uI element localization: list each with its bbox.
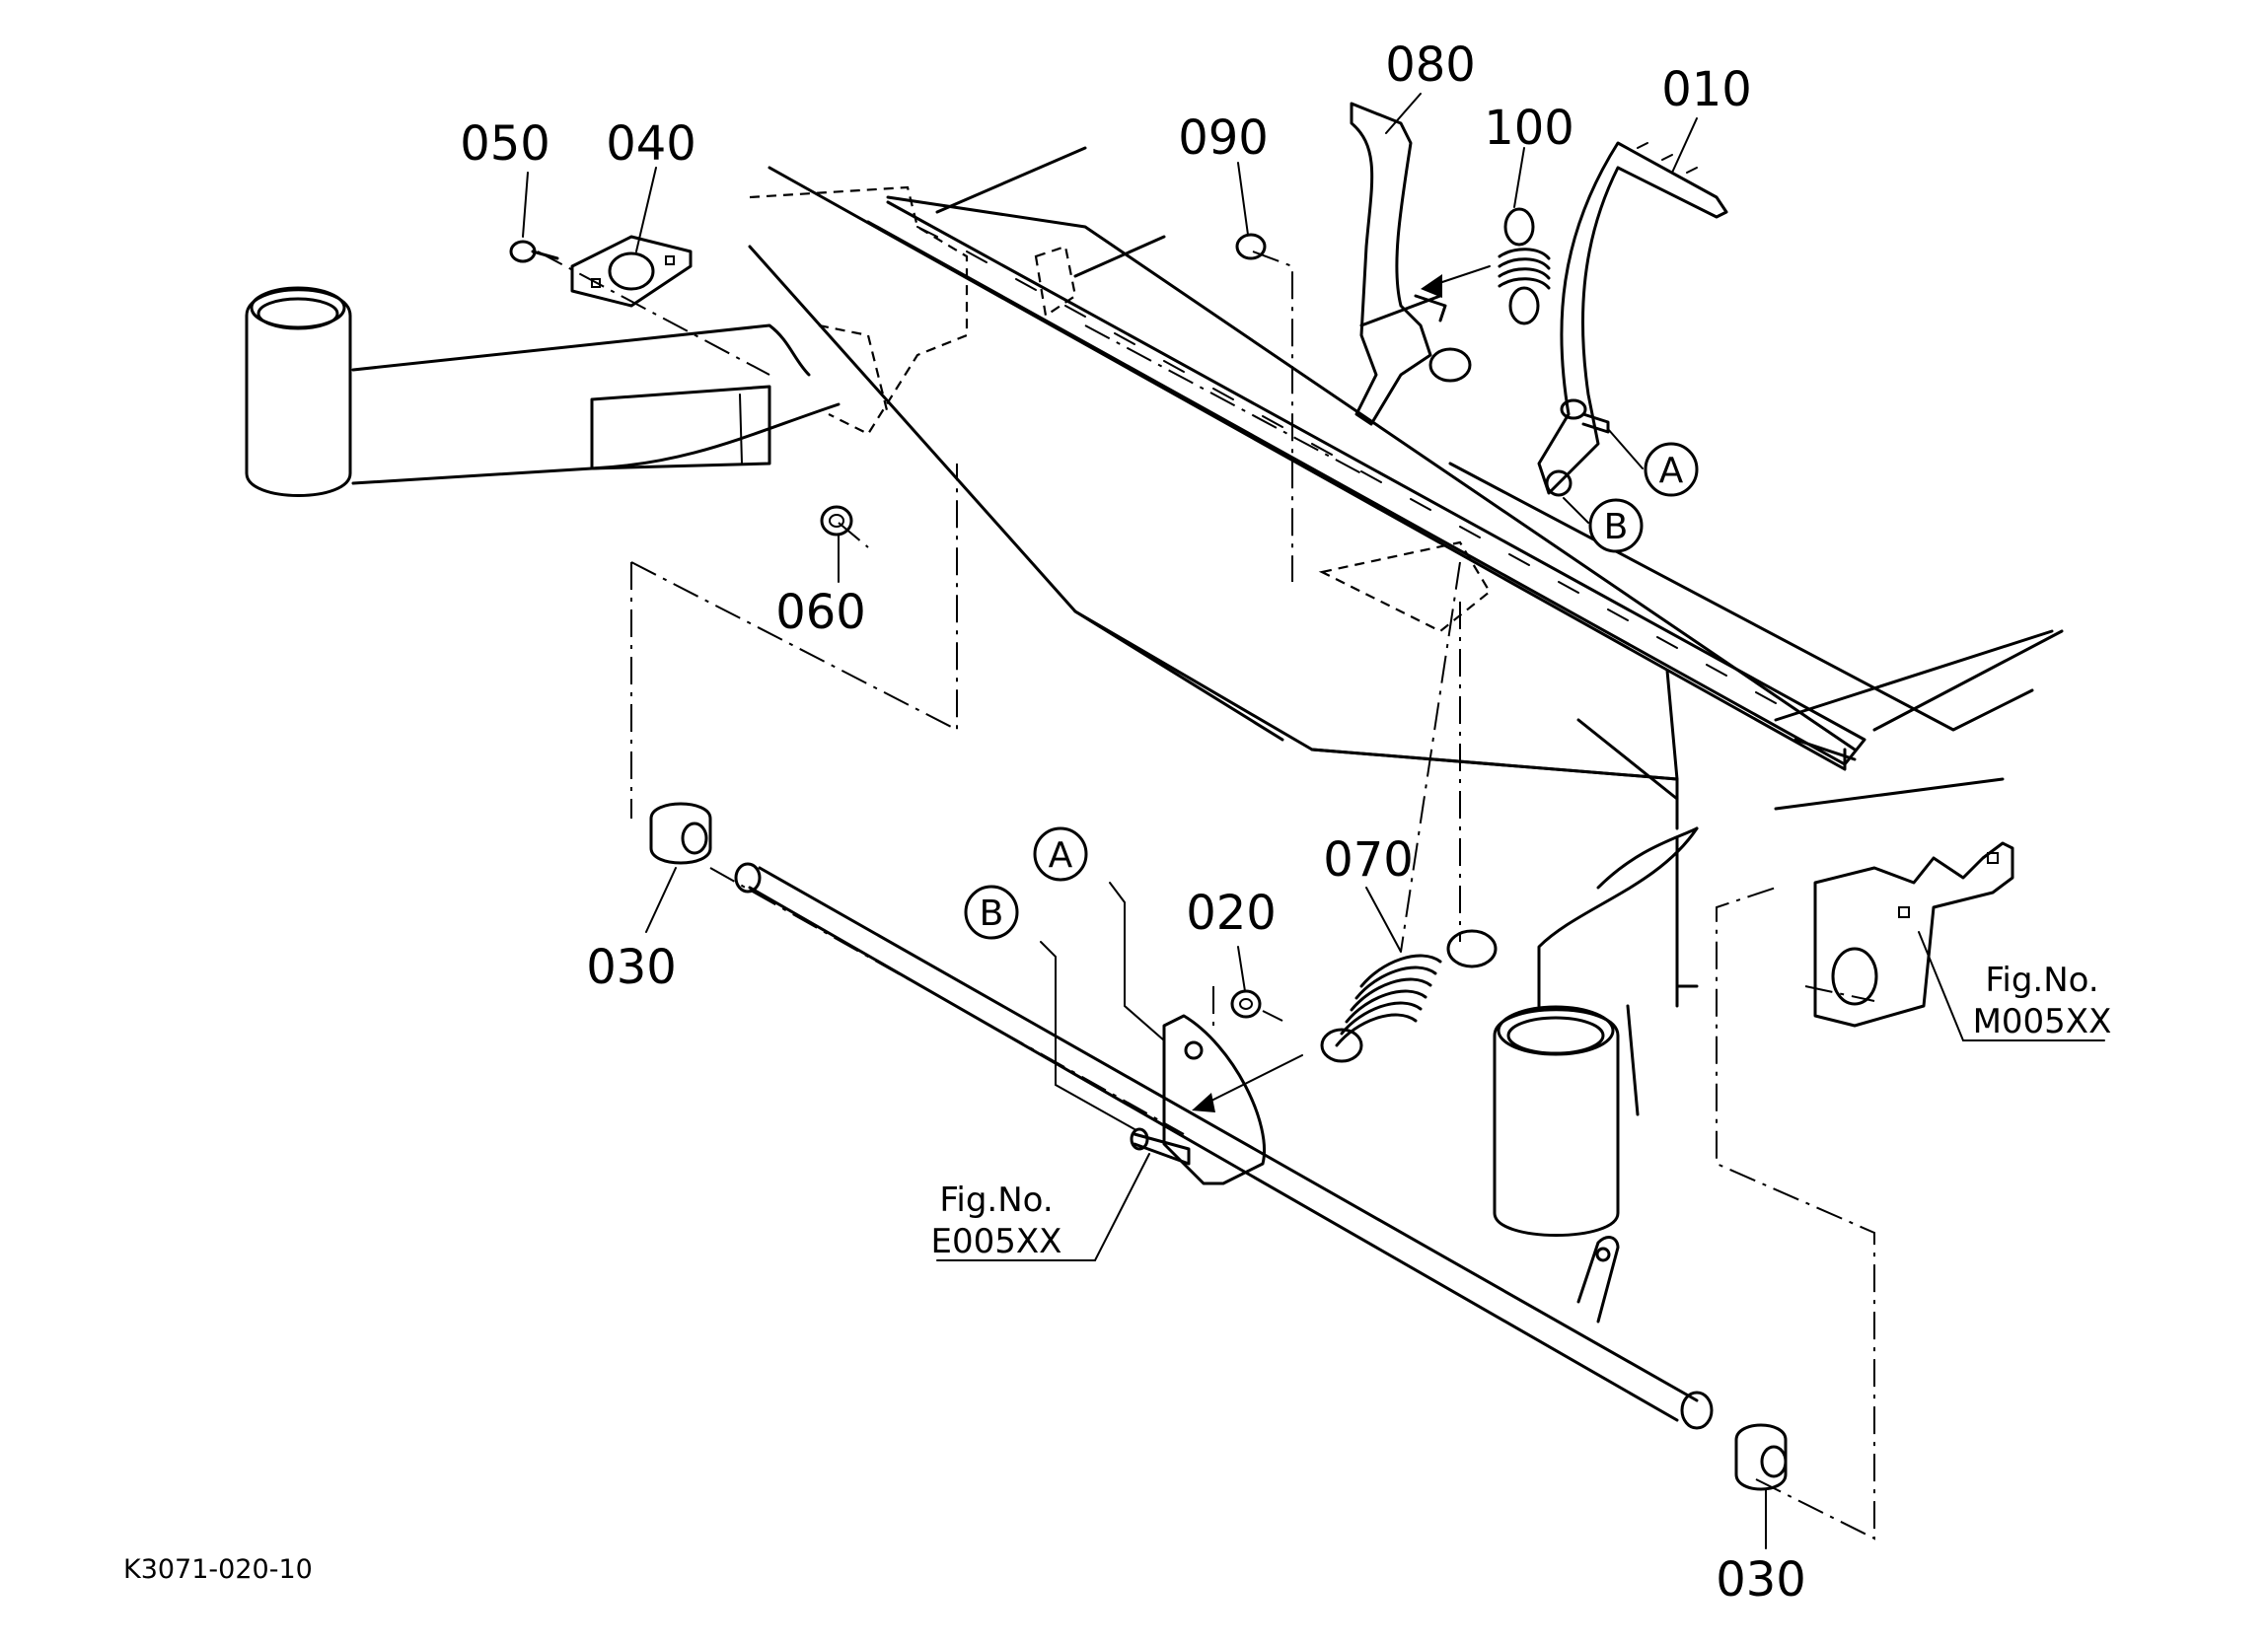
arrows <box>1192 265 1491 1112</box>
marker-a-upper-text: A <box>1659 451 1684 491</box>
right-frame-tube <box>1493 1005 1620 1237</box>
ref-m005: Fig.No. M005XX <box>1973 961 2112 1041</box>
marker-a-lower-text: A <box>1049 835 1073 876</box>
marker-b-lower: B <box>964 885 1019 940</box>
marker-b-lower-text: B <box>980 894 1004 934</box>
bushing-right <box>1734 1423 1788 1491</box>
spring-100 <box>1498 207 1551 325</box>
left-frame-arm <box>245 286 841 497</box>
lever <box>1350 102 1472 426</box>
label-030-left: 030 <box>586 940 677 995</box>
bushing-left <box>649 802 712 865</box>
flange-040 <box>570 235 693 308</box>
m005-bracket <box>1813 841 2014 1028</box>
label-060: 060 <box>775 585 866 640</box>
spring-070 <box>1320 929 1498 1063</box>
label-030-right: 030 <box>1716 1552 1806 1608</box>
label-040: 040 <box>606 116 696 172</box>
drawing-code: K3071-020-10 <box>123 1554 313 1585</box>
marker-a-lower: A <box>1033 826 1088 882</box>
leader-lines <box>522 93 2105 1549</box>
marker-a-upper: A <box>1644 442 1699 497</box>
part-labels: 050 040 060 090 080 100 010 030 020 070 … <box>460 37 1806 1608</box>
nut-020 <box>1230 989 1262 1019</box>
ref-m005-line1: Fig.No. <box>1985 961 2098 1000</box>
marker-b-upper-text: B <box>1604 507 1629 547</box>
nut-060 <box>820 505 853 537</box>
hidden-lines <box>749 185 1492 633</box>
nut-090 <box>1235 233 1267 260</box>
label-080: 080 <box>1385 37 1476 93</box>
label-100: 100 <box>1484 101 1574 156</box>
ref-m005-line2: M005XX <box>1973 1002 2112 1041</box>
label-090: 090 <box>1178 110 1269 166</box>
alignment-lines <box>537 250 1875 1540</box>
pedal-shaft <box>734 862 1714 1430</box>
label-020: 020 <box>1186 886 1277 941</box>
ref-e005-line2: E005XX <box>931 1222 1062 1261</box>
marker-b-upper: B <box>1588 498 1644 553</box>
ref-e005-line1: Fig.No. <box>939 1181 1053 1220</box>
pedal-arm <box>1537 141 1728 497</box>
ref-e005: Fig.No. E005XX <box>931 1181 1062 1261</box>
label-010: 010 <box>1661 62 1752 117</box>
label-050: 050 <box>460 116 550 172</box>
label-070: 070 <box>1323 832 1414 888</box>
